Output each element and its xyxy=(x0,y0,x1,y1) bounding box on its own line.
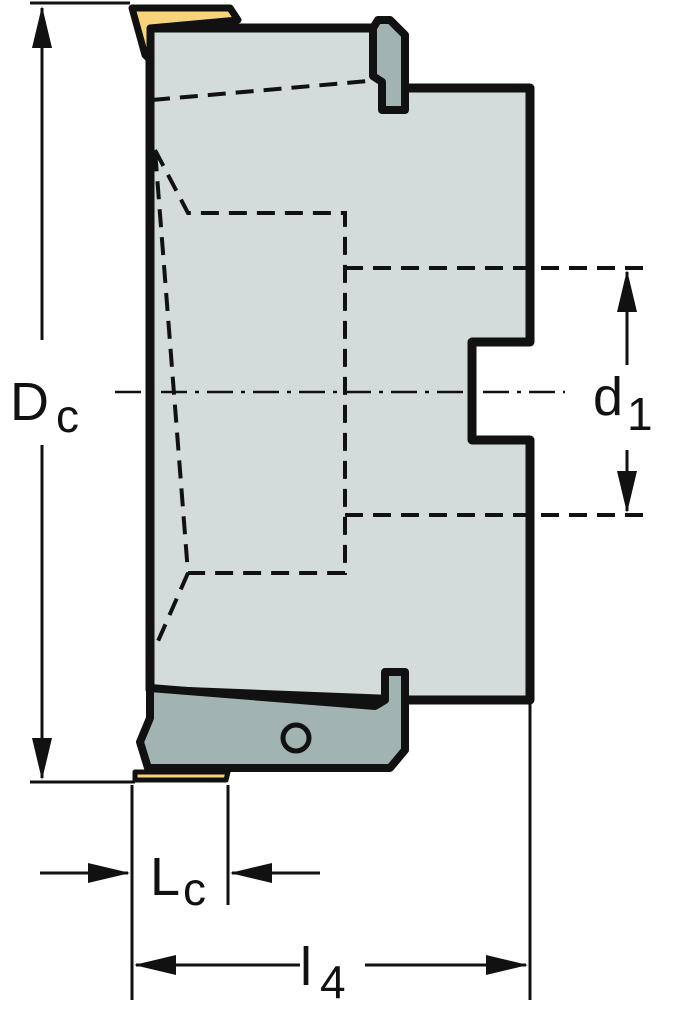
clamp-screw xyxy=(280,722,312,754)
top-clamp xyxy=(369,16,409,114)
label-l4: l 4 xyxy=(300,937,346,1008)
svg-text:d: d xyxy=(593,367,623,427)
svg-text:4: 4 xyxy=(320,956,346,1008)
svg-text:D: D xyxy=(10,372,49,432)
svg-text:c: c xyxy=(183,863,206,915)
label-d1: d 1 xyxy=(593,367,653,440)
svg-text:l: l xyxy=(300,937,312,997)
svg-text:L: L xyxy=(150,847,180,907)
svg-text:c: c xyxy=(56,390,79,442)
arrowheads xyxy=(32,6,637,975)
cutter-body xyxy=(145,23,535,705)
svg-text:1: 1 xyxy=(627,388,653,440)
bottom-insert xyxy=(132,769,231,783)
bottom-clamp xyxy=(136,668,409,772)
label-dc: D c xyxy=(10,372,79,442)
top-insert xyxy=(128,4,242,64)
label-lc: L c xyxy=(150,847,206,915)
